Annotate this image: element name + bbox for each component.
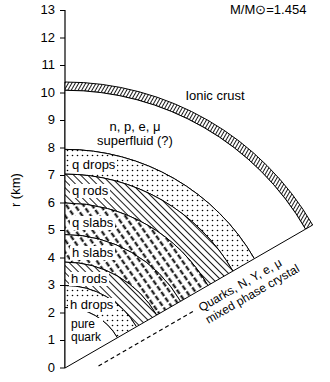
mass-label: M/M⊙=1.454: [228, 3, 308, 17]
label-anchor: 3: [46, 278, 57, 292]
tick: [60, 120, 65, 121]
band-label: q slabs: [70, 216, 115, 230]
label-anchor: 2: [46, 306, 57, 320]
band-label-anchor: Ionic crust: [183, 89, 246, 103]
label-anchor: 9: [46, 113, 57, 127]
band-label-anchor: h drops: [68, 298, 115, 312]
band-label: n, p, e, μ superfluid (?): [83, 120, 187, 149]
band-label-anchor: pure quark: [69, 318, 103, 344]
label-anchor: r (km): [0, 183, 35, 197]
label-anchor: 0: [46, 361, 57, 375]
tick-label: 12: [39, 31, 57, 45]
band-label: q rods: [70, 184, 110, 198]
axis-ticks: [60, 11, 65, 369]
band-label-anchor: q slabs: [70, 216, 115, 230]
tick-label: 1: [46, 333, 57, 347]
label-anchor: 5: [46, 223, 57, 237]
band-label: h rods: [69, 272, 109, 286]
tick-label: 8: [46, 141, 57, 155]
band-label: pure quark: [69, 318, 103, 344]
tick: [60, 65, 65, 66]
band-label: q drops: [70, 158, 117, 172]
label-anchor: 12: [39, 31, 57, 45]
label-anchor: 7: [46, 168, 57, 182]
label-anchor: M/M⊙=1.454: [228, 3, 308, 17]
region-note: Quarks, N, Y, e, μ mixed phase crystal: [194, 242, 314, 327]
band-label: h slabs: [70, 246, 115, 260]
tick-label: 0: [46, 361, 57, 375]
tick-label: 6: [46, 196, 57, 210]
tick: [60, 148, 65, 149]
tick: [60, 285, 65, 286]
band-label-anchor: q drops: [70, 158, 117, 172]
tick: [60, 258, 65, 259]
band-label-anchor: n, p, e, μ superfluid (?): [83, 120, 187, 149]
label-anchor: 6: [46, 196, 57, 210]
axis-title: r (km): [9, 171, 23, 209]
tick: [60, 93, 65, 94]
tick: [60, 340, 65, 341]
tick-label: 2: [46, 306, 57, 320]
tick: [60, 38, 65, 39]
label-anchor: 13: [39, 3, 57, 17]
tick: [60, 175, 65, 176]
tick-label: 10: [39, 86, 57, 100]
label-anchor: 8: [46, 141, 57, 155]
tick-label: 7: [46, 168, 57, 182]
label-anchor: Quarks, N, Y, e, μ mixed phase crystal: [193, 271, 315, 299]
tick-label: 11: [40, 58, 58, 72]
band-outline: [65, 308, 117, 369]
tick-label: 13: [39, 3, 57, 17]
label-anchor: 4: [46, 251, 57, 265]
tick-label: 9: [46, 113, 57, 127]
band-label-anchor: h rods: [69, 272, 109, 286]
tick: [60, 313, 65, 314]
label-anchor: 10: [39, 86, 57, 100]
tick-label: 3: [46, 278, 57, 292]
tick-label: 4: [46, 251, 57, 265]
label-anchor: 1: [46, 333, 57, 347]
tick: [60, 368, 65, 369]
tick-label: 5: [46, 223, 57, 237]
tick: [60, 203, 65, 204]
tick: [60, 230, 65, 231]
label-anchor: 11: [40, 58, 58, 72]
band-label: Ionic crust: [183, 89, 246, 103]
band-label: h drops: [68, 298, 115, 312]
band-label-anchor: h slabs: [70, 246, 115, 260]
band-label-anchor: q rods: [70, 184, 110, 198]
tick: [60, 10, 65, 11]
